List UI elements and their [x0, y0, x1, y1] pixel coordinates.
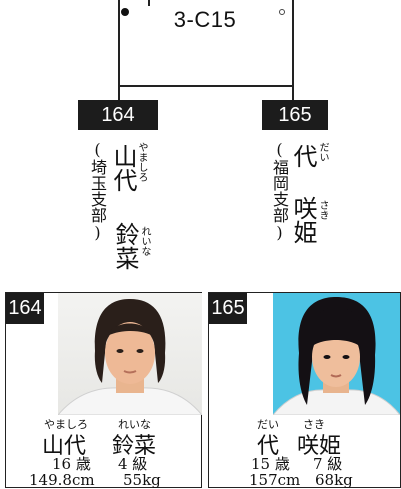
bracket-stem	[148, 0, 150, 6]
family-ruby-right: だい	[317, 142, 328, 162]
height-left: 149.8cm	[29, 471, 95, 489]
card-number-left: 164	[6, 293, 44, 324]
portrait-photo-right	[273, 293, 400, 415]
bracket	[118, 0, 294, 87]
age-right: 15 歳	[251, 455, 290, 473]
weight-right: 68kg	[315, 471, 353, 489]
branch-left: (埼玉支部)	[88, 140, 107, 242]
age-left: 16 歳	[52, 455, 91, 473]
profile-card-right: 165 だい さき 代 咲姫 15 歳 7 級 157cm 68kg	[208, 292, 401, 488]
filled-dot-icon	[121, 8, 129, 16]
given-name-left: 鈴菜	[111, 222, 139, 270]
given-ruby-left-card: れいな	[118, 418, 151, 431]
weight-left: 55kg	[123, 471, 161, 489]
branch-right: (福岡支部)	[270, 140, 289, 242]
family-ruby-left-card: やましろ	[44, 418, 88, 431]
given-name-right: 咲姫	[289, 196, 317, 244]
competitor-number-right: 165	[262, 100, 328, 130]
grade-right: 7 級	[313, 455, 343, 473]
portrait-photo-left	[58, 293, 202, 415]
family-name-right: 代	[289, 144, 317, 168]
bracket-line-left	[118, 87, 120, 101]
height-right: 157cm	[249, 471, 301, 489]
family-name-right-card: 代	[257, 434, 280, 459]
given-ruby-right: さき	[317, 200, 328, 220]
given-name-right-card: 咲姫	[297, 434, 342, 459]
grade-left: 4 級	[118, 455, 148, 473]
competitor-number-left: 164	[78, 100, 158, 130]
given-ruby-right-card: さき	[303, 418, 325, 431]
portrait-right-drawing	[273, 297, 400, 415]
profile-card-left: 164 やましろ れいな 山代 鈴菜 16 歳 4 級 149.8cm 55kg	[5, 292, 202, 488]
given-ruby-left: れいな	[139, 226, 150, 256]
portrait-left-drawing	[58, 299, 202, 415]
family-ruby-right-card: だい	[257, 418, 279, 431]
family-name-left: 山代	[109, 144, 137, 192]
bout-code: 3-C15	[173, 7, 237, 32]
family-name-left-card: 山代	[42, 434, 87, 459]
bracket-line-right	[292, 87, 294, 101]
family-ruby-left: やましろ	[136, 142, 147, 182]
card-number-right: 165	[209, 293, 247, 324]
given-name-left-card: 鈴菜	[112, 434, 157, 459]
empty-dot-icon	[279, 9, 285, 15]
